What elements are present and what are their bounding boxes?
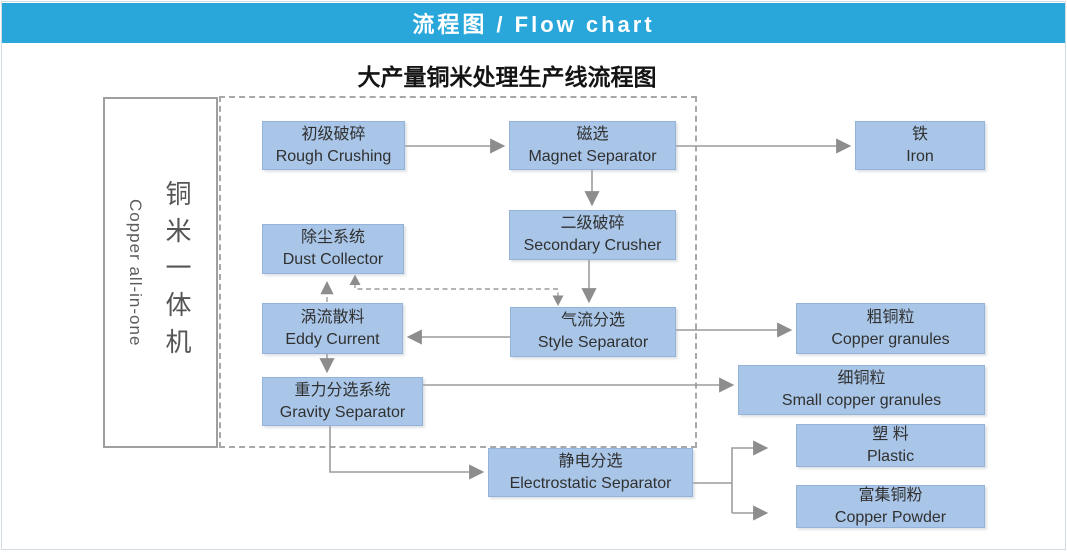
node-label-zh: 重力分选系统 xyxy=(294,381,391,399)
node-label-zh: 粗铜粒 xyxy=(866,308,915,326)
node-label-en: Plastic xyxy=(866,447,915,465)
node-label-zh: 富集铜粉 xyxy=(858,486,923,504)
node-small-copper-granules: 细铜粒 Small copper granules xyxy=(738,365,985,415)
node-label-en: Style Separator xyxy=(537,334,649,351)
node-secondary-crusher: 二级破碎 Secondary Crusher xyxy=(509,210,676,260)
node-label-zh: 初级破碎 xyxy=(301,125,366,143)
node-label-zh: 涡流散料 xyxy=(300,308,365,326)
node-label-en: Secondary Crusher xyxy=(523,237,662,254)
node-label-zh: 细铜粒 xyxy=(837,370,886,387)
node-label-zh: 塑 料 xyxy=(872,425,909,443)
node-label-en: Rough Crushing xyxy=(275,147,392,165)
node-label-en: Iron xyxy=(906,147,934,165)
node-label-en: Magnet Separator xyxy=(528,147,657,165)
arrow-fork-to-plastic xyxy=(731,440,769,513)
node-gravity-separator: 重力分选系统 Gravity Separator xyxy=(262,377,423,426)
arrow-gravity-to-electrostatic xyxy=(329,426,485,480)
copper-all-in-one-box: Copper all-in-one 铜米一体机 xyxy=(103,97,218,448)
node-label-en: Copper Powder xyxy=(834,508,947,526)
side-box-label-zh: 铜米一体机 xyxy=(162,180,192,365)
node-rough-crushing: 初级破碎 Rough Crushing xyxy=(262,121,405,170)
page-header: 流程图 / Flow chart xyxy=(2,3,1065,43)
node-iron: 铁 Iron xyxy=(855,121,985,170)
dashed-line-dust-style xyxy=(354,283,559,296)
node-label-zh: 铁 xyxy=(911,125,928,143)
node-label-en: Eddy Current xyxy=(285,330,380,348)
node-label-en: Gravity Separator xyxy=(279,403,406,421)
node-eddy-current: 涡流散料 Eddy Current xyxy=(262,303,403,354)
node-label-en: Copper granules xyxy=(831,330,950,348)
node-label-en: Small copper granules xyxy=(781,392,942,409)
node-label-en: Electrostatic Separator xyxy=(509,474,672,492)
node-plastic: 塑 料 Plastic xyxy=(796,424,985,467)
node-magnet-separator: 磁选 Magnet Separator xyxy=(509,121,676,170)
node-label-zh: 气流分选 xyxy=(560,312,625,329)
node-label-zh: 磁选 xyxy=(576,125,609,143)
node-label-zh: 静电分选 xyxy=(558,452,623,470)
node-dust-collector: 除尘系统 Dust Collector xyxy=(262,224,404,274)
node-copper-powder: 富集铜粉 Copper Powder xyxy=(796,485,985,528)
node-label-zh: 二级破碎 xyxy=(560,215,625,232)
node-label-en: Dust Collector xyxy=(282,251,384,268)
node-copper-granules: 粗铜粒 Copper granules xyxy=(796,303,985,354)
side-box-label-en: Copper all-in-one xyxy=(126,198,145,347)
node-label-zh: 除尘系统 xyxy=(300,229,365,246)
dashed-arrowhead-into-style xyxy=(552,295,564,306)
page-title: 大产量铜米处理生产线流程图 xyxy=(357,64,657,90)
node-electrostatic-separator: 静电分选 Electrostatic Separator xyxy=(488,448,693,497)
header-title: 流程图 / Flow chart xyxy=(412,12,655,37)
machine-boundary-dashed-box xyxy=(219,96,697,448)
node-style-separator: 气流分选 Style Separator xyxy=(510,307,676,357)
dashed-arrowhead-into-dust xyxy=(349,274,361,285)
